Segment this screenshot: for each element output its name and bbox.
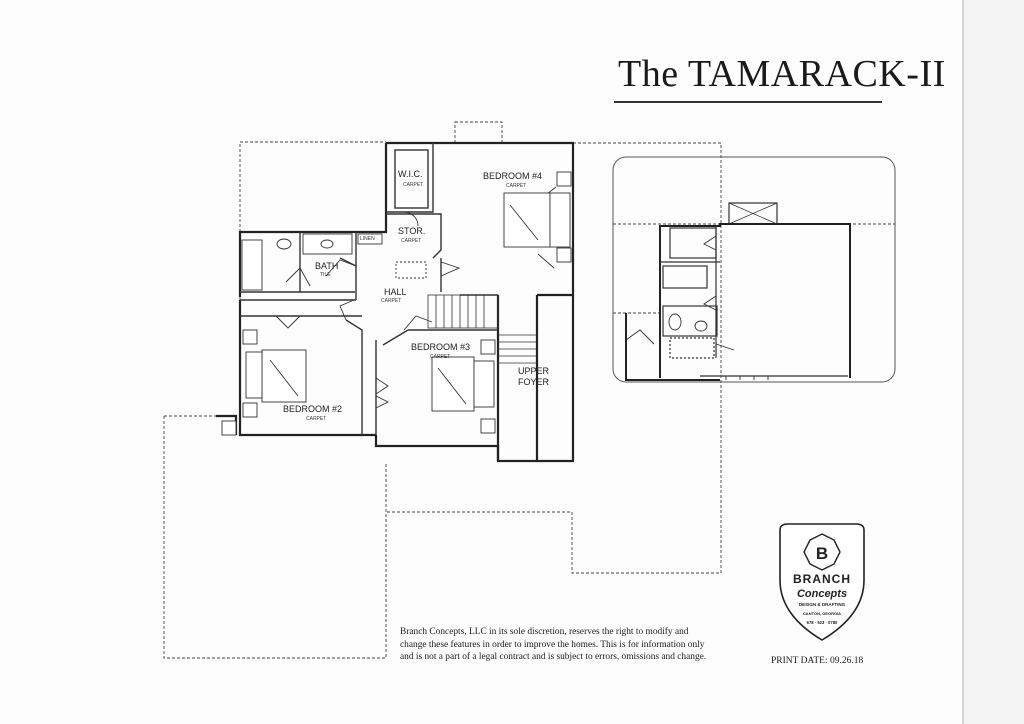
nightstands (221, 171, 572, 436)
staircase (427, 294, 537, 364)
scan-edge-line (962, 0, 964, 724)
floor-label-wic: CARPET (403, 182, 423, 188)
floor-label-bath: TILE (320, 272, 331, 278)
floor-label-bedroom3: CARPET (430, 354, 450, 360)
room-label-bedroom3: BEDROOM #3 (411, 342, 470, 352)
room-label-linen: LINEN (360, 236, 375, 242)
logo-location: CANTON, GEORGIA (803, 611, 841, 616)
print-date: PRINT DATE: 09.26.18 (771, 656, 864, 666)
door-swings (275, 186, 557, 409)
branch-concepts-logo: B BRANCH Concepts DESIGN & DRAFTING CANT… (779, 523, 865, 641)
disclaimer-line: change these features in order to improv… (400, 639, 705, 650)
room-label-wic: W.I.C. (398, 169, 423, 179)
bath-fixtures (241, 233, 427, 291)
upper-floor-walls (216, 141, 575, 463)
room-label-bedroom4: BEDROOM #4 (483, 171, 542, 181)
title-underline (614, 101, 882, 103)
floor-label-hall: CARPET (381, 298, 401, 304)
beds (245, 192, 571, 412)
room-label-upper-foyer-1: UPPER (518, 366, 550, 376)
room-label-bedroom2: BEDROOM #2 (283, 404, 342, 414)
disclaimer-line: and is not a part of a legal contract an… (400, 652, 707, 662)
room-label-hall: HALL (384, 287, 407, 297)
room-labels: W.I.C. CARPET BEDROOM #4 CARPET STOR. CA… (283, 169, 550, 422)
room-label-stor: STOR. (398, 226, 425, 236)
room-label-upper-foyer-2: FOYER (518, 377, 550, 387)
alternate-plan-inset (612, 156, 896, 383)
logo-phone: 678 · 523 · 0780 (807, 620, 838, 625)
room-label-bath: BATH (315, 261, 338, 271)
floor-label-bedroom4: CARPET (506, 183, 526, 189)
logo-tagline: DESIGN & DRAFTING (799, 602, 846, 607)
disclaimer-text: Branch Concepts, LLC in its sole discret… (400, 626, 752, 664)
logo-name: BRANCH (793, 572, 851, 586)
logo-script: Concepts (797, 588, 847, 600)
logo-monogram: B (816, 544, 828, 563)
disclaimer-line: Branch Concepts, LLC in its sole discret… (400, 627, 689, 637)
scan-margin (964, 0, 1024, 724)
floor-label-stor: CARPET (401, 238, 421, 244)
floor-label-bedroom2: CARPET (306, 416, 326, 422)
